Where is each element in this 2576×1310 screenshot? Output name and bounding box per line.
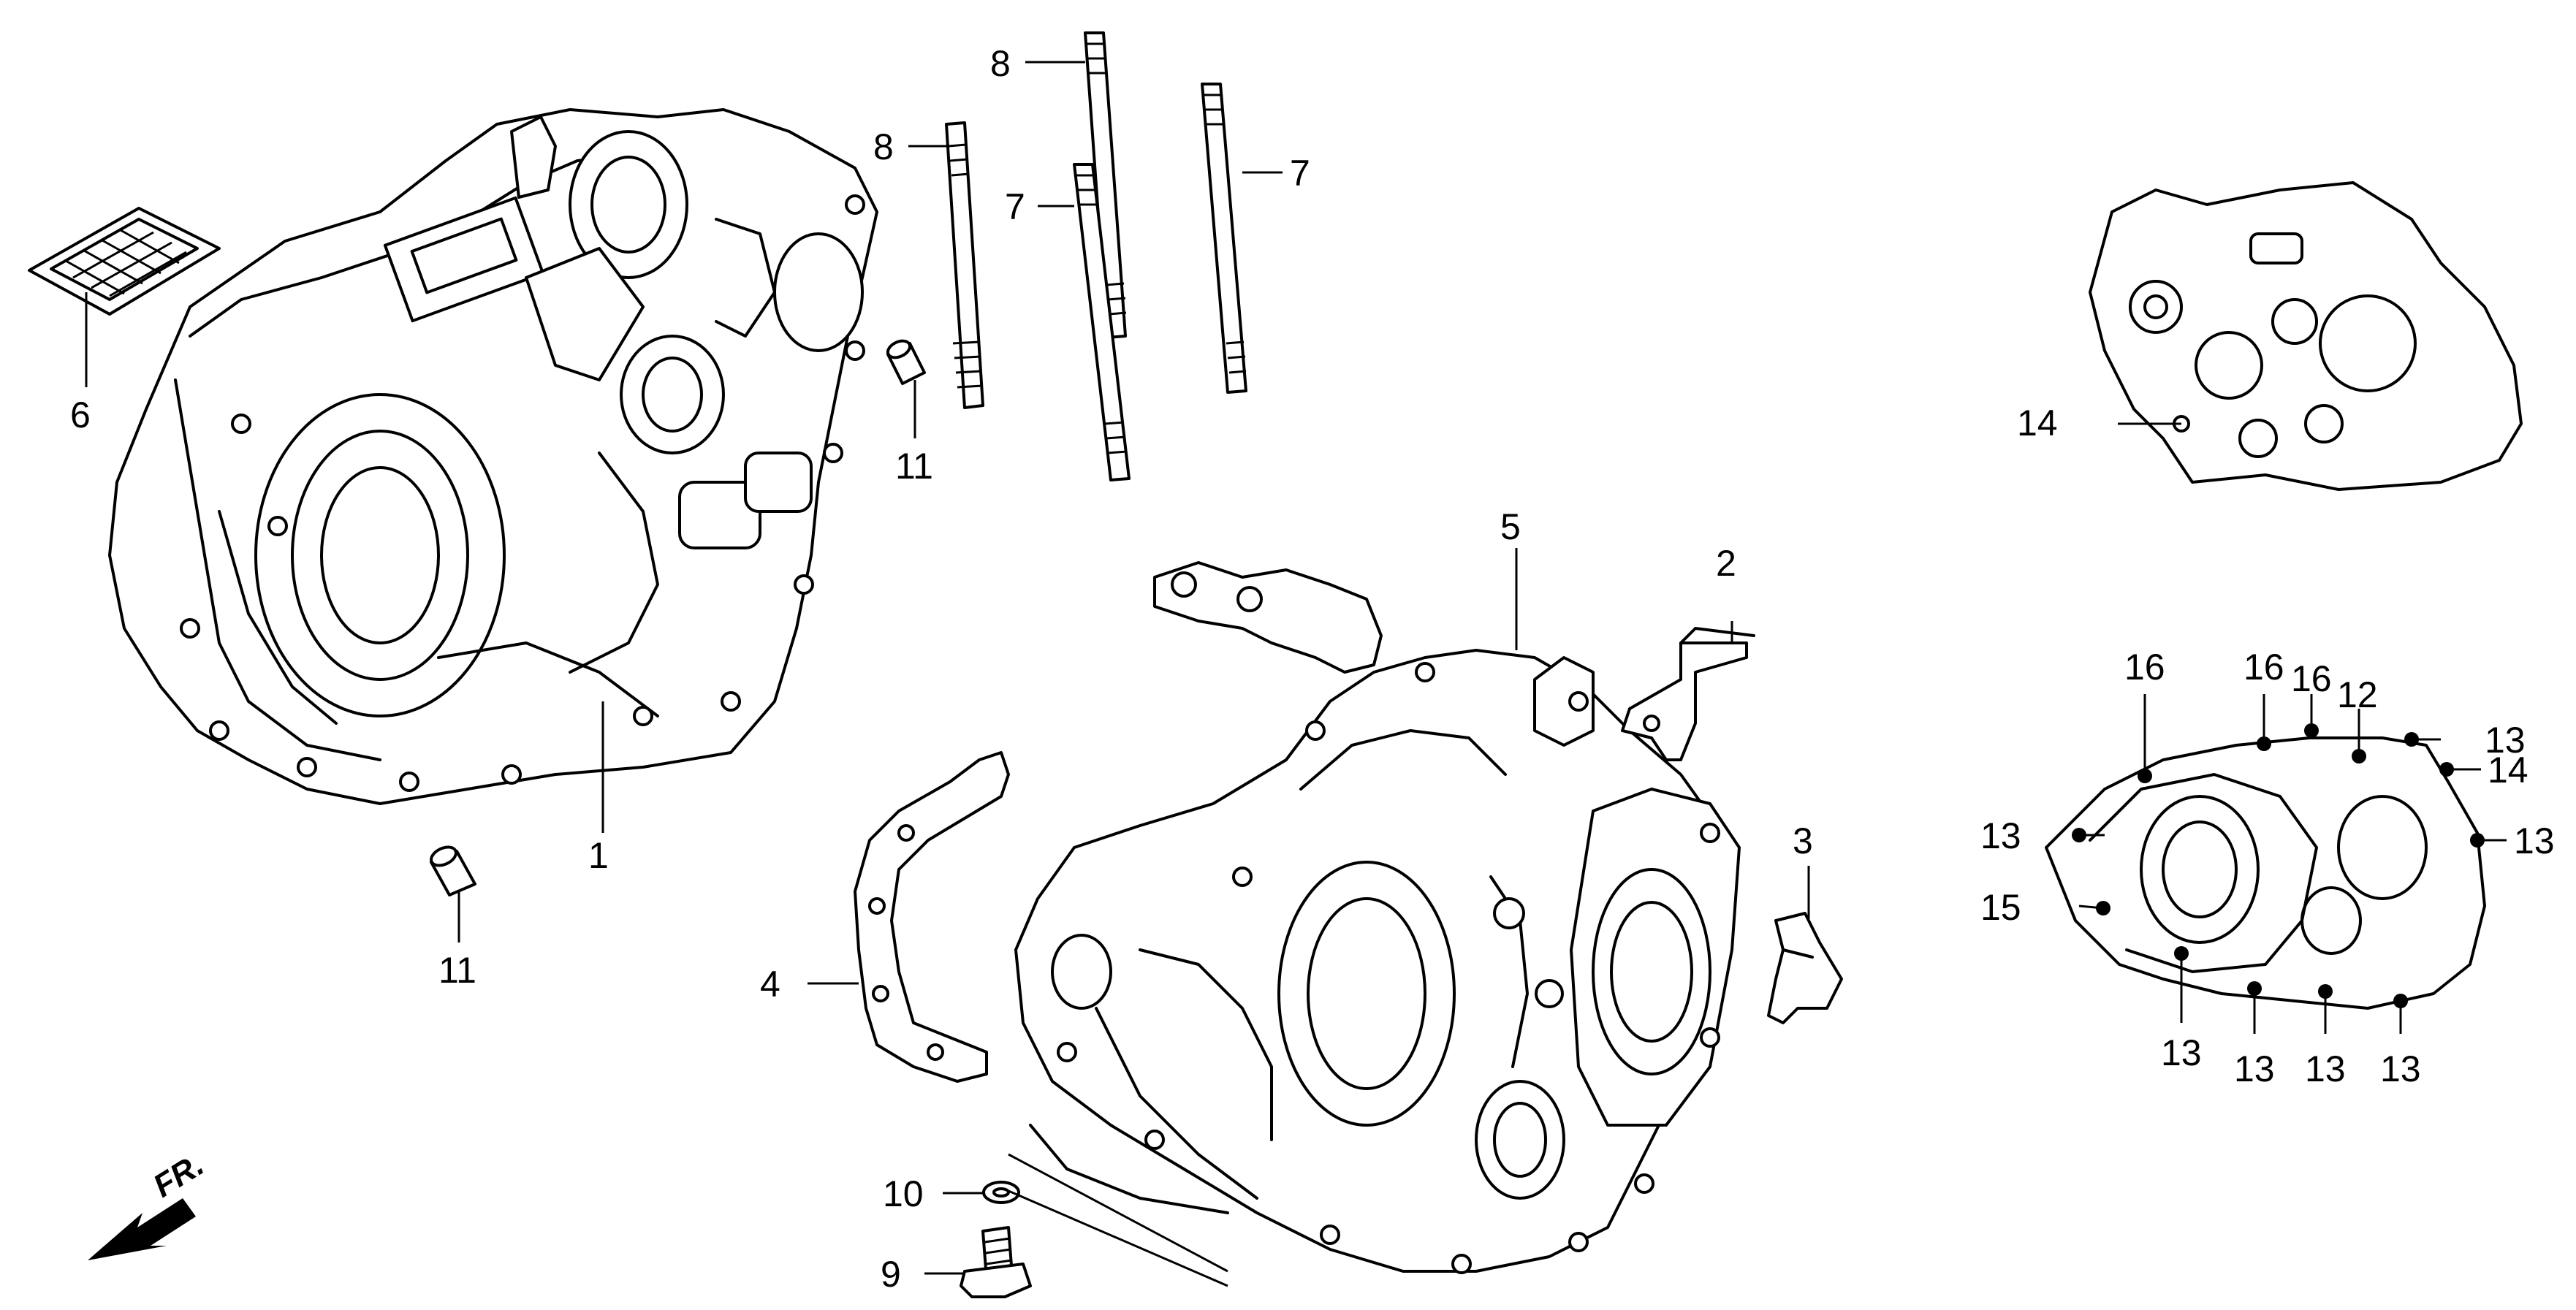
callout-11-upper: 11: [895, 446, 933, 487]
oil-strainer-screen: [28, 207, 221, 316]
sealing-washer: [982, 1181, 1020, 1204]
detail-bolt-holes: [2072, 723, 2485, 1008]
callout-5: 5: [1500, 506, 1521, 547]
front-label: FR.: [147, 1146, 210, 1204]
callout-13-bottom-4: 13: [2380, 1048, 2421, 1089]
bolt-guide-lines: [1008, 1153, 1228, 1287]
callout-8-top: 8: [990, 43, 1011, 84]
left-crankcase-half: [108, 108, 878, 805]
callout-7-left: 7: [1005, 186, 1025, 227]
stud-bolt-1: [945, 121, 984, 409]
callout-15: 15: [1980, 887, 2021, 928]
callout-14-upper: 14: [2017, 403, 2058, 443]
callout-13-bottom-3: 13: [2305, 1048, 2346, 1089]
callout-8-left: 8: [873, 126, 894, 167]
stud-bolt-3: [1073, 163, 1131, 481]
crankcase-bolt-detail-lower: [2045, 723, 2486, 1010]
callout-3: 3: [1793, 820, 1813, 861]
callout-6: 6: [70, 395, 91, 435]
dowel-pin-upper: [886, 339, 926, 385]
drain-bolt: [960, 1226, 1032, 1298]
callout-13-bottom-2: 13: [2234, 1048, 2275, 1089]
callout-10: 10: [883, 1173, 924, 1214]
callout-13-right: 13: [2514, 820, 2555, 861]
callout-11-lower: 11: [438, 950, 476, 991]
callout-9: 9: [881, 1254, 901, 1295]
crankcase-gasket: [854, 751, 1010, 1083]
callout-16-right: 16: [2291, 658, 2332, 699]
front-direction-marker: FR.: [88, 1146, 210, 1260]
callout-13-bottom-1: 13: [2161, 1032, 2202, 1073]
breather-bracket: [1621, 627, 1755, 761]
callout-12: 12: [2337, 674, 2378, 715]
arrow-front-icon: [88, 1198, 196, 1260]
callout-13-right-top: 13: [2485, 720, 2526, 761]
callout-16-mid: 16: [2243, 647, 2284, 688]
callout-16-left: 16: [2124, 647, 2165, 688]
dowel-pin-lower: [430, 845, 476, 896]
callout-4: 4: [760, 964, 780, 1005]
callout-13-left: 13: [1980, 815, 2021, 856]
right-crankcase-half: [1014, 561, 1741, 1274]
stud-bolt-4: [1201, 83, 1247, 394]
callout-labels: 1 2 3 4 5 6 7 7 8 8 9 10 11 11 12 13 13 …: [70, 43, 2555, 1295]
crankcase-bolt-holes: [180, 194, 865, 792]
callout-7-right: 7: [1290, 153, 1310, 194]
callout-14-lower: 14: [2488, 750, 2528, 791]
leader-lines: [85, 61, 2507, 1275]
guide-plate: [1767, 912, 1843, 1024]
callout-1: 1: [588, 835, 609, 876]
crankcase-gasket-detail-upper: [2089, 181, 2523, 491]
right-crankcase-bolt-holes: [1057, 662, 1720, 1274]
callout-2: 2: [1716, 543, 1736, 584]
